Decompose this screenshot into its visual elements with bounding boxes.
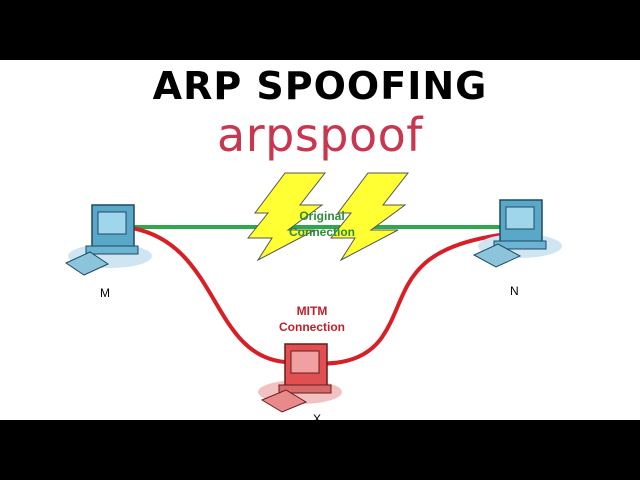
diagram-frame: ARP SPOOFING arpspoof (0, 60, 640, 420)
lightning-bolt-left-icon (246, 172, 327, 262)
network-diagram (64, 172, 562, 413)
top-letterbox (0, 0, 640, 60)
page-title: ARP SPOOFING (152, 64, 488, 108)
original-connection-label-line1: Original (299, 209, 345, 223)
original-connection-label: Original Connection (262, 208, 382, 240)
mitm-connection-label-line1: MITM (296, 304, 328, 318)
lightning-bolt-right-icon (329, 172, 410, 262)
computer-m-icon (64, 204, 152, 276)
computer-n-icon (472, 199, 562, 268)
node-x-label: X (313, 412, 322, 420)
page-subtitle: arpspoof (217, 108, 423, 162)
original-connection-label-line2: Connection (289, 225, 355, 239)
mitm-connection-label: MITM Connection (252, 303, 372, 335)
bottom-letterbox (0, 420, 640, 480)
mitm-connection-label-line2: Connection (279, 320, 345, 334)
computer-x-icon (258, 343, 342, 413)
node-n-label: N (510, 284, 519, 298)
node-m-label: M (100, 286, 110, 300)
mitm-connection-line (131, 226, 501, 366)
